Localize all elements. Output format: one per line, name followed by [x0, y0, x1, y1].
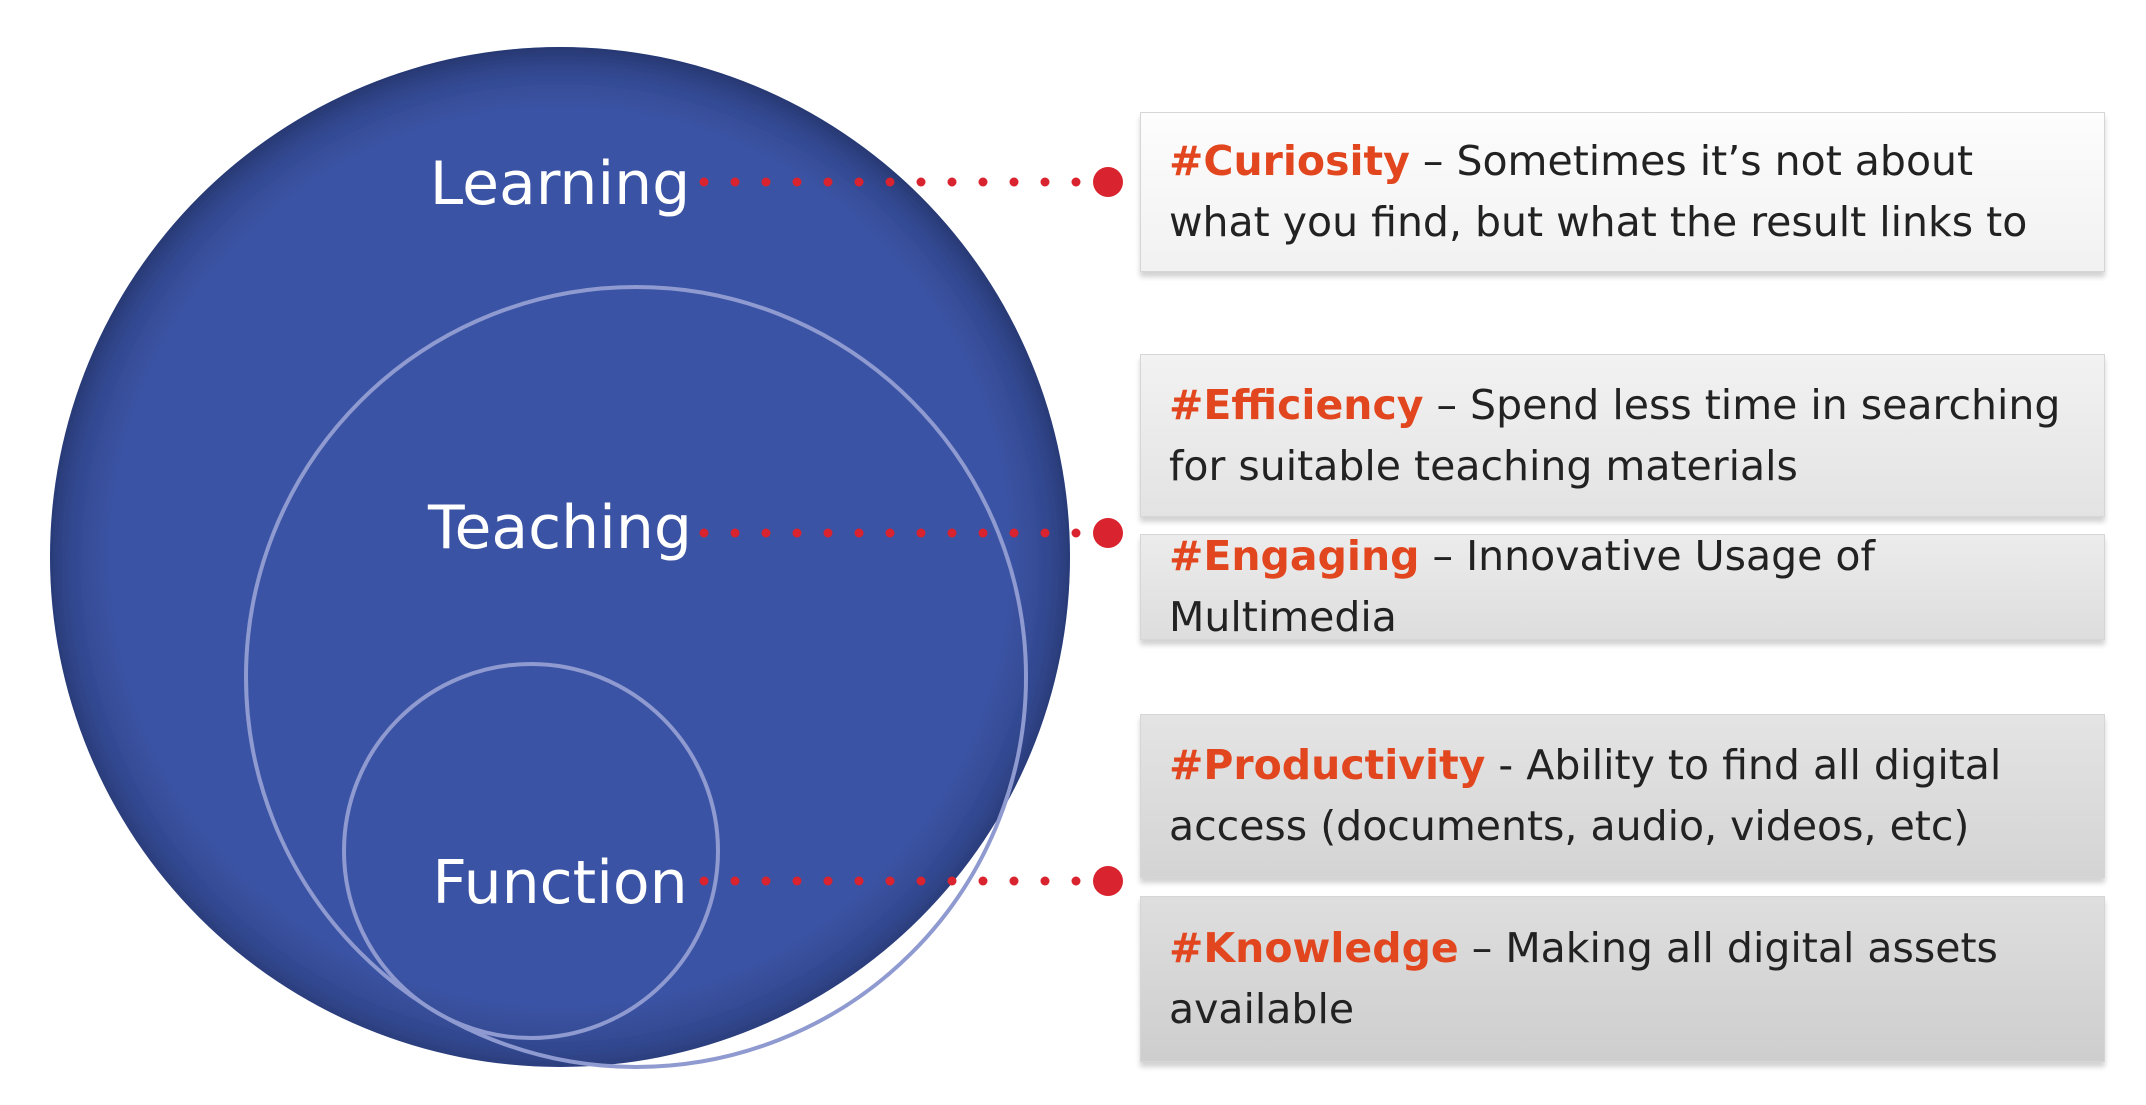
- learning-connector-dot: [916, 177, 926, 187]
- learning-connector-dot: [730, 177, 740, 187]
- efficiency-tag: #Efficiency: [1169, 380, 1424, 429]
- learning-connector-dot: [1009, 177, 1019, 187]
- function-circle: [342, 662, 720, 1040]
- function-connector-dot: [792, 876, 802, 886]
- teaching-connector-dot: [947, 528, 957, 538]
- learning-connector-dot: [885, 177, 895, 187]
- knowledge-box: #Knowledge – Making all digital assets a…: [1140, 896, 2105, 1062]
- teaching-connector-dot: [792, 528, 802, 538]
- curiosity-tag: #Curiosity: [1169, 137, 1410, 185]
- teaching-connector-dot: [730, 528, 740, 538]
- curiosity-text: #Curiosity – Sometimes it’s not about wh…: [1169, 131, 2084, 253]
- teaching-connector-endpoint: [1093, 518, 1123, 548]
- learning-connector: [699, 167, 1123, 197]
- productivity-tag: #Productivity: [1169, 741, 1486, 789]
- function-connector-dot: [1071, 876, 1081, 886]
- function-connector-dot: [761, 876, 771, 886]
- teaching-connector-dot: [1009, 528, 1019, 538]
- knowledge-description: Making all digital assets available: [1169, 924, 1998, 1033]
- engaging-tag: #Engaging: [1169, 532, 1420, 580]
- learning-connector-dot: [761, 177, 771, 187]
- teaching-connector-dot: [699, 528, 709, 538]
- function-connector-dot: [1009, 876, 1019, 886]
- teaching-circle: [244, 285, 1028, 1069]
- learning-connector-endpoint: [1093, 167, 1123, 197]
- function-connector-dot: [885, 876, 895, 886]
- function-connector-dot: [854, 876, 864, 886]
- efficiency-box: #Efficiency – Spend less time in searchi…: [1140, 354, 2105, 517]
- teaching-connector-dot: [854, 528, 864, 538]
- curiosity-box: #Curiosity – Sometimes it’s not about wh…: [1140, 112, 2105, 272]
- function-connector: [699, 866, 1123, 896]
- engaging-text: #Engaging – Innovative Usage of Multimed…: [1169, 526, 2084, 648]
- learning-connector-dot: [978, 177, 988, 187]
- curiosity-separator: –: [1409, 137, 1457, 185]
- learning-connector-dot: [1071, 177, 1081, 187]
- learning-connector-dot: [947, 177, 957, 187]
- efficiency-text: #Efficiency – Spend less time in searchi…: [1169, 375, 2084, 497]
- function-connector-endpoint: [1093, 866, 1123, 896]
- knowledge-text: #Knowledge – Making all digital assets a…: [1169, 918, 2084, 1040]
- function-connector-dot: [823, 876, 833, 886]
- curiosity-description: Sometimes it’s not about what you find, …: [1169, 137, 2028, 246]
- knowledge-separator: –: [1458, 924, 1506, 972]
- function-connector-dot: [978, 876, 988, 886]
- learning-circle-rim: [50, 47, 1070, 1067]
- learning-connector-dot: [792, 177, 802, 187]
- productivity-text: #Productivity - Ability to find all digi…: [1169, 735, 2084, 857]
- function-connector-dot: [699, 876, 709, 886]
- productivity-box: #Productivity - Ability to find all digi…: [1140, 714, 2105, 878]
- function-connector-dot: [730, 876, 740, 886]
- function-label: Function: [432, 848, 687, 918]
- learning-connector-dot: [823, 177, 833, 187]
- engaging-description: Innovative Usage of Multimedia: [1169, 532, 1875, 641]
- knowledge-tag: #Knowledge: [1169, 924, 1459, 972]
- function-connector-dot: [947, 876, 957, 886]
- teaching-connector-dot: [1071, 528, 1081, 538]
- function-connector-dot: [916, 876, 926, 886]
- engaging-box: #Engaging – Innovative Usage of Multimed…: [1140, 532, 2105, 641]
- efficiency-description: Spend less time in searching for suitabl…: [1169, 380, 2061, 490]
- efficiency-separator: –: [1423, 380, 1471, 429]
- teaching-connector: [699, 518, 1123, 548]
- teaching-connector-dot: [1040, 528, 1050, 538]
- teaching-connector-dot: [885, 528, 895, 538]
- productivity-separator: -: [1485, 741, 1527, 789]
- learning-connector-dot: [1040, 177, 1050, 187]
- teaching-connector-dot: [916, 528, 926, 538]
- function-connector-dot: [1040, 876, 1050, 886]
- learning-label: Learning: [430, 149, 690, 219]
- learning-connector-dot: [699, 177, 709, 187]
- learning-connector-dot: [854, 177, 864, 187]
- teaching-connector-dot: [978, 528, 988, 538]
- productivity-description: Ability to find all digital access (docu…: [1169, 741, 2002, 850]
- teaching-connector-dot: [761, 528, 771, 538]
- teaching-label: Teaching: [427, 493, 692, 563]
- teaching-connector-dot: [823, 528, 833, 538]
- engaging-separator: –: [1419, 532, 1467, 580]
